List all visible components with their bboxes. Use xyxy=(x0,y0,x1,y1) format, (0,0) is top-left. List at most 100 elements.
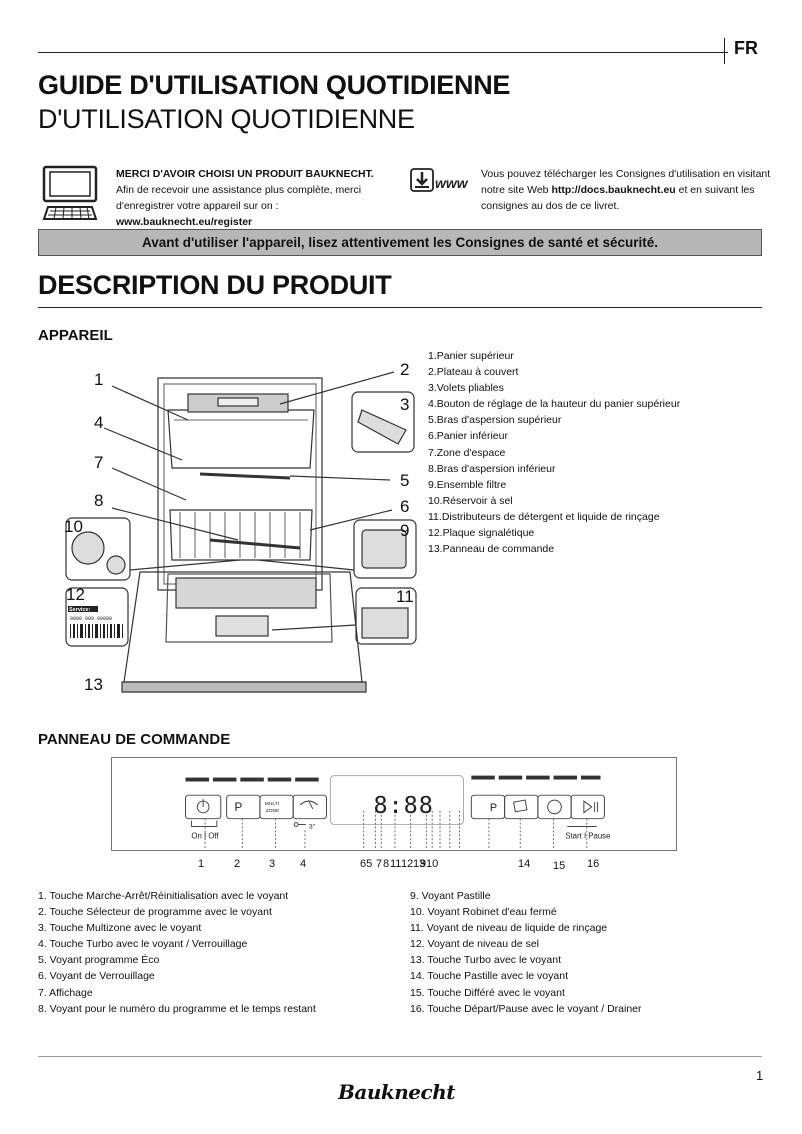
turbo-button xyxy=(292,794,327,820)
thanks-text: Afin de recevoir une assistance plus com… xyxy=(116,184,362,212)
callout-13: 13 xyxy=(84,675,103,694)
docs-link[interactable]: http://docs.bauknecht.eu xyxy=(551,184,676,196)
callout-1: 1 xyxy=(94,370,103,389)
brand-logo: Bauknecht xyxy=(338,1080,455,1104)
download-www-icon: www xyxy=(410,168,469,192)
part-item: 4.Bouton de réglage de la hauteur du pan… xyxy=(428,398,681,411)
callout-2: 2 xyxy=(400,360,409,379)
panel-num: 9 xyxy=(420,858,427,870)
tablet-button xyxy=(504,794,539,820)
legend-item: 13. Touche Turbo avec le voyant xyxy=(410,954,561,967)
legend-item: 4. Touche Turbo avec le voyant / Verroui… xyxy=(38,938,248,951)
panel-num: 3 xyxy=(269,858,276,870)
legend-item: 14. Touche Pastille avec le voyant xyxy=(410,970,568,983)
part-item: 12.Plaque signalétique xyxy=(428,527,535,540)
legend-item: 8. Voyant pour le numéro du programme et… xyxy=(38,1002,316,1015)
part-item: 5.Bras d'aspersion supérieur xyxy=(428,414,562,427)
barcode xyxy=(70,624,123,638)
page-title: GUIDE D'UTILISATION QUOTIDIENNE xyxy=(38,70,511,100)
delay-button xyxy=(537,794,572,820)
language-code: FR xyxy=(734,38,758,58)
callout-7: 7 xyxy=(94,453,103,472)
panel-legend-right: 9. Voyant Pastille 10. Voyant Robinet d'… xyxy=(410,888,642,1017)
appareil-heading: APPAREIL xyxy=(38,327,113,344)
program-button xyxy=(226,794,261,820)
panel-num: 15 xyxy=(553,860,566,872)
part-item: 9.Ensemble filtre xyxy=(428,478,507,491)
footer-rule xyxy=(38,1056,762,1057)
tablet-indicator-button xyxy=(470,794,506,820)
lock-time: 3" xyxy=(309,823,316,830)
callout-9: 9 xyxy=(400,521,409,540)
legend-item: 6. Voyant de Verrouillage xyxy=(38,970,155,983)
service-code: 0000 000 00000 xyxy=(70,616,112,622)
service-label-bg xyxy=(68,606,98,612)
panel-legend-left: 1. Touche Marche-Arrêt/Réinitialisation … xyxy=(38,888,316,1017)
legend-item: 1. Touche Marche-Arrêt/Réinitialisation … xyxy=(38,890,289,902)
start-pause-button xyxy=(570,794,605,820)
dishwasher-illustration: Service: 0000 000 00000 1 2 3 4 5 6 7 8 … xyxy=(64,360,417,694)
download-text-2: et en suivant les consignes au dos de ce… xyxy=(481,184,755,212)
panel-num: 16 xyxy=(587,858,600,870)
page-number: 1 xyxy=(756,1068,764,1083)
part-item: 1.Panier supérieur xyxy=(428,350,514,362)
thanks-block: MERCI D'AVOIR CHOISI UN PRODUIT BAUKNECH… xyxy=(116,166,396,230)
legend-item: 5. Voyant programme Éco xyxy=(38,954,160,967)
callout-12: 12 xyxy=(66,585,85,604)
panel-num: 13 xyxy=(413,858,426,870)
part-item: 8.Bras d'aspersion inférieur xyxy=(428,462,556,475)
tablet-p-label: P xyxy=(490,802,497,814)
multi-label: MULTI xyxy=(265,801,279,807)
on-off-button xyxy=(185,794,222,820)
part-item: 11.Distributeurs de détergent et liquide… xyxy=(428,510,660,523)
callout-10: 10 xyxy=(64,517,83,536)
panel-num: 2 xyxy=(234,858,241,870)
legend-item: 3. Touche Multizone avec le voyant xyxy=(38,922,202,935)
service-label: Service: xyxy=(69,607,91,613)
legend-item: 9. Voyant Pastille xyxy=(410,890,491,902)
computer-icon xyxy=(42,165,98,220)
legend-item: 16. Touche Départ/Pause avec le voyant /… xyxy=(410,1002,642,1015)
panel-num: 11 xyxy=(390,858,402,870)
legend-item: 2. Touche Sélecteur de programme avec le… xyxy=(38,906,272,919)
legend-item: 15. Touche Différé avec le voyant xyxy=(410,986,565,999)
panel-num: 65 xyxy=(360,858,373,870)
legend-item: 10. Voyant Robinet d'eau fermé xyxy=(410,906,557,919)
safety-warning-bar: Avant d'utiliser l'appareil, lisez atten… xyxy=(38,229,762,256)
callout-3: 3 xyxy=(400,395,409,414)
description-title: DESCRIPTION DU PRODUIT xyxy=(38,270,392,300)
language-separator xyxy=(724,38,725,64)
start-pause-label: Start I Pause xyxy=(565,831,610,840)
header-rule xyxy=(38,52,728,53)
download-text-1: Vous pouvez télécharger les Consignes d'… xyxy=(481,168,771,196)
legend-item: 7. Affichage xyxy=(38,986,93,999)
display-area xyxy=(329,775,464,826)
legend-item: 11. Voyant de niveau de liquide de rinça… xyxy=(410,922,608,935)
legend-item: 12. Voyant de niveau de sel xyxy=(410,938,540,951)
register-link[interactable]: www.bauknecht.eu/register xyxy=(116,216,253,228)
callout-8: 8 xyxy=(94,491,103,510)
part-item: 13.Panneau de commande xyxy=(428,543,555,556)
part-item: 6.Panier inférieur xyxy=(428,430,508,443)
part-item: 2.Plateau à couvert xyxy=(428,366,519,379)
panneau-heading: PANNEAU DE COMMANDE xyxy=(38,731,231,748)
panel-num: 12 xyxy=(401,858,414,870)
description-rule xyxy=(38,307,762,308)
panel-num: 4 xyxy=(300,858,307,870)
control-panel-diagram: P P MULTI ZONE 3" On I Off Start I Pause… xyxy=(111,757,677,851)
part-item: 7.Zone d'espace xyxy=(428,446,506,459)
panel-num: 10 xyxy=(426,858,439,870)
www-label: www xyxy=(435,175,469,191)
thanks-title: MERCI D'AVOIR CHOISI UN PRODUIT BAUKNECH… xyxy=(116,168,374,180)
callout-11: 11 xyxy=(396,587,414,606)
zone-label: ZONE xyxy=(266,808,280,814)
part-item: 3.Volets pliables xyxy=(428,382,504,395)
page-subtitle: D'UTILISATION QUOTIDIENNE xyxy=(38,104,415,134)
panel-num: 7 xyxy=(376,858,383,870)
program-label: P xyxy=(234,801,242,814)
parts-list: 1.Panier supérieur 2.Plateau à couvert 3… xyxy=(428,348,680,557)
callout-6: 6 xyxy=(400,497,409,516)
panel-num: 1 xyxy=(198,858,205,870)
display-digits: 8:88 xyxy=(373,791,433,819)
panel-num: 14 xyxy=(518,858,531,870)
